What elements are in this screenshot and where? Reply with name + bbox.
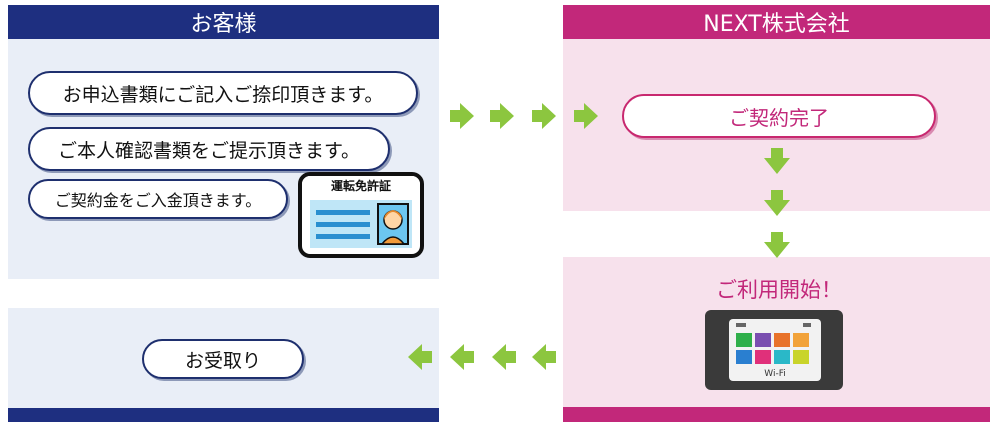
contract-done-text: ご契約完了 — [729, 105, 829, 130]
step-id-pill: ご本人確認書類をご提示頂きます。 — [28, 127, 390, 171]
receive-pill: お受取り — [142, 339, 304, 379]
step-application-text: お申込書類にご記入ご捺印頂きます。 — [62, 83, 384, 106]
company-header: NEXT株式会社 — [563, 5, 990, 39]
customer-title: お客様 — [190, 12, 257, 37]
contract-done-pill: ご契約完了 — [622, 94, 936, 138]
company-title: NEXT株式会社 — [703, 12, 850, 37]
arrows-right — [450, 103, 598, 129]
arrow-down-icon — [764, 148, 790, 258]
arrows-left — [408, 344, 556, 370]
arrow-left-icon — [408, 344, 556, 370]
step-application-pill: お申込書類にご記入ご捺印頂きます。 — [28, 71, 418, 115]
license-card-title: 運転免許証 — [330, 179, 391, 193]
license-card-icon: 運転免許証 — [298, 172, 424, 258]
company-footer-bar — [563, 407, 990, 422]
arrow-right-icon — [450, 103, 598, 129]
start-use-label: ご利用開始！ — [716, 278, 842, 302]
step-payment-text: ご契約金をご入金頂きます。 — [54, 191, 262, 210]
device-label: Wi-Fi — [764, 369, 786, 379]
step-payment-pill: ご契約金をご入金頂きます。 — [28, 179, 288, 219]
customer-header: お客様 — [8, 5, 439, 39]
arrows-down — [764, 148, 790, 258]
wifi-router-icon: Wi-Fi — [705, 310, 843, 390]
receive-text: お受取り — [184, 349, 261, 372]
step-id-text: ご本人確認書類をご提示頂きます。 — [57, 139, 361, 162]
customer-footer-bar — [8, 408, 439, 422]
